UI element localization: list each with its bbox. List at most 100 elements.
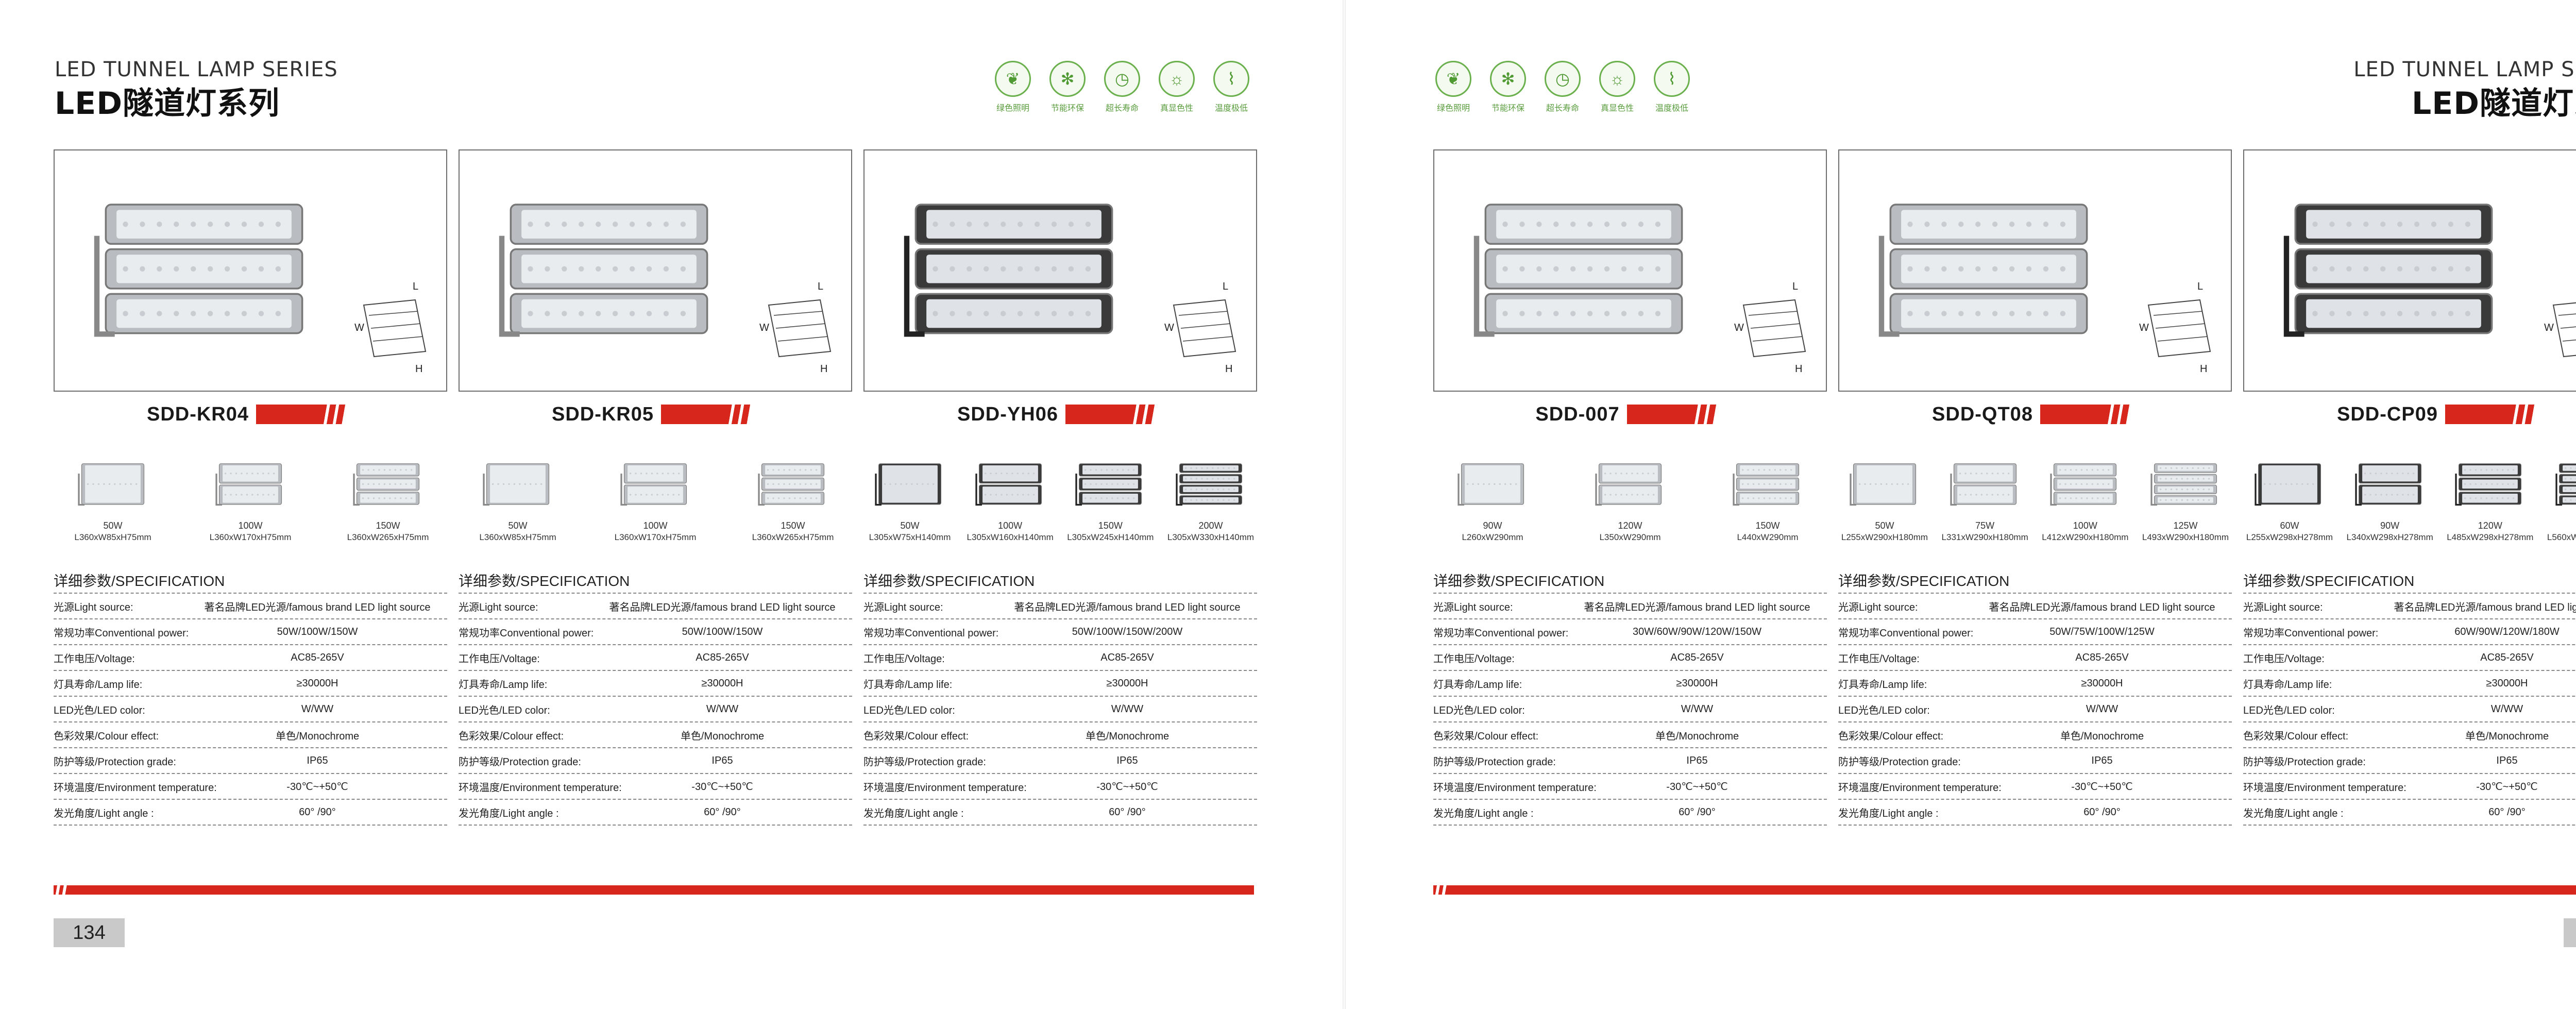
spec-label: 色彩效果/Colour effect: bbox=[54, 730, 159, 742]
spec-value: 60° /90° bbox=[1109, 806, 1146, 818]
variant-dimensions: L360xW85xH75mm bbox=[74, 532, 151, 542]
svg-text:H: H bbox=[2200, 363, 2207, 375]
dimension-diagram: L W H bbox=[354, 281, 427, 375]
catalog-page-right: LED TUNNEL LAMP SERIES LED隧道灯系列 ❦绿色照明✻节能… bbox=[1346, 0, 2576, 1009]
variant-dimensions: L360xW170xH75mm bbox=[614, 532, 697, 542]
feature-item: ◷ 超长寿命 bbox=[1541, 61, 1584, 113]
spec-label: 发光角度/Light angle : bbox=[863, 808, 964, 819]
spec-row: 光源Light source: 著名品牌LED光源/famous brand LE… bbox=[1838, 594, 2232, 619]
model-label: SDD-KR04 bbox=[54, 401, 447, 428]
spec-value: AC85-265V bbox=[696, 651, 749, 663]
variant-image bbox=[1950, 463, 2016, 506]
feature-item: ◷超长寿命 bbox=[1101, 61, 1143, 113]
spec-label: 光源Light source: bbox=[1838, 601, 1918, 613]
spec-label: 防护等级/Protection grade: bbox=[54, 756, 176, 768]
spec-row: 灯具寿命/Lamp life:≥30000H bbox=[54, 671, 447, 697]
spec-value: 50W/100W/150W bbox=[277, 626, 358, 637]
spec-row: 环境温度/Environment temperature:-30℃~+50℃ bbox=[863, 774, 1257, 800]
variant-wattage: 150W bbox=[781, 520, 805, 531]
spec-value: AC85-265V bbox=[2480, 651, 2534, 663]
clock-icon: ◷ bbox=[1545, 61, 1581, 97]
variant-image bbox=[2255, 463, 2321, 506]
feature-item: ✻节能环保 bbox=[1046, 61, 1089, 113]
series-title-en: LED TUNNEL LAMP SERIES bbox=[55, 58, 338, 81]
variant-wattage: 120W bbox=[2478, 520, 2502, 531]
spec-value: W/WW bbox=[2086, 703, 2119, 715]
spec-label: 灯具寿命/Lamp life: bbox=[2243, 679, 2332, 691]
spec-value: 50W/100W/150W/200W bbox=[1072, 626, 1183, 637]
page-number: 134 bbox=[54, 918, 125, 947]
spec-title: 详细参数/SPECIFICATION bbox=[1838, 570, 2232, 594]
product-image bbox=[2283, 204, 2493, 337]
variant-dimensions: L360xW265xH75mm bbox=[752, 532, 834, 542]
spec-title: 详细参数/SPECIFICATION bbox=[863, 570, 1257, 594]
variant-dimensions: L350xW290mm bbox=[1599, 532, 1661, 542]
variant-image bbox=[2555, 463, 2576, 506]
feature-label: 超长寿命 bbox=[1546, 104, 1579, 113]
spec-row: 色彩效果/Colour effect:单色/Monochrome bbox=[1433, 722, 1827, 748]
feature-label: 超长寿命 bbox=[1105, 104, 1139, 113]
spec-value: 著名品牌LED光源/famous brand LED light source bbox=[609, 601, 836, 613]
model-stripe bbox=[2445, 405, 2543, 424]
svg-text:L: L bbox=[818, 281, 823, 292]
variant-image bbox=[1595, 463, 1662, 506]
model-name: SDD-007 bbox=[1535, 403, 1620, 425]
spec-row: 环境温度/Environment temperature:-30℃~+50℃ bbox=[459, 774, 852, 800]
variant-item: 180WL560xW596xH281mm bbox=[2544, 457, 2576, 549]
sun-icon: ☼ bbox=[1599, 61, 1635, 97]
spec-label: 工作电压/Voltage: bbox=[54, 653, 135, 665]
spec-value: 单色/Monochrome bbox=[2060, 730, 2144, 742]
variant-image bbox=[1176, 463, 1243, 506]
variant-dimensions: L560xW596xH281mm bbox=[2547, 532, 2576, 542]
spec-value: 著名品牌LED光源/famous brand LED light source bbox=[1989, 601, 2215, 613]
spec-value: AC85-265V bbox=[291, 651, 344, 663]
leaf-icon: ❦ bbox=[1435, 61, 1471, 97]
spec-label: LED光色/LED color: bbox=[2243, 704, 2335, 716]
spec-value: 60° /90° bbox=[2488, 806, 2526, 818]
spec-row: 常规功率Conventional power:30W/60W/90W/120W/… bbox=[1433, 619, 1827, 645]
spec-title: 详细参数/SPECIFICATION bbox=[54, 570, 447, 594]
spec-value: IP65 bbox=[2091, 754, 2113, 766]
spec-label: 色彩效果/Colour effect: bbox=[863, 730, 969, 742]
feature-label: 温度极低 bbox=[1214, 104, 1248, 113]
spec-value: 60W/90W/120W/180W bbox=[2454, 626, 2560, 637]
spec-row: 色彩效果/Colour effect: 单色/Monochrome bbox=[863, 722, 1257, 748]
red-divider-stripe bbox=[1433, 885, 2576, 895]
spec-value: ≥30000H bbox=[701, 677, 743, 689]
spec-value: AC85-265V bbox=[2075, 651, 2129, 663]
variant-wattage: 90W bbox=[1483, 520, 1502, 531]
spec-value: 著名品牌LED光源/famous brand LED light source bbox=[2394, 601, 2576, 613]
product-photo: L W H bbox=[459, 149, 852, 392]
svg-text:W: W bbox=[2139, 322, 2149, 333]
spec-label: 色彩效果/Colour effect: bbox=[1838, 730, 1944, 742]
spec-row: LED光色/LED color:W/WW bbox=[2243, 697, 2576, 722]
spec-label: LED光色/LED color: bbox=[1838, 704, 1930, 716]
spec-label: 防护等级/Protection grade: bbox=[1433, 756, 1556, 768]
spec-value: -30℃~+50℃ bbox=[1666, 781, 1728, 793]
spec-label: 工作电压/Voltage: bbox=[459, 653, 540, 665]
spec-row: 环境温度/Environment temperature:-30℃~+50℃ bbox=[54, 774, 447, 800]
svg-text:L: L bbox=[413, 281, 418, 292]
spec-value: 单色/Monochrome bbox=[1085, 730, 1170, 742]
spec-label: 常规功率Conventional power: bbox=[1838, 627, 1974, 639]
svg-text:L: L bbox=[1792, 281, 1798, 292]
product-photo: L W H bbox=[863, 149, 1257, 392]
variant-image bbox=[2150, 463, 2217, 506]
model-stripe bbox=[1626, 405, 1725, 424]
spec-row: 光源Light source:著名品牌LED光源/famous brand LE… bbox=[459, 594, 852, 619]
dimension-diagram: L W H bbox=[1164, 281, 1236, 375]
spec-value: ≥30000H bbox=[1106, 677, 1148, 689]
spec-value: ≥30000H bbox=[1676, 677, 1718, 689]
leaf-icon: ❦ bbox=[995, 61, 1031, 97]
feature-item: ☼真显色性 bbox=[1156, 61, 1198, 113]
spec-row: 环境温度/Environment temperature:-30℃~+50℃ bbox=[1433, 774, 1827, 800]
variant-dimensions: L305xW160xH140mm bbox=[967, 532, 1054, 542]
spec-value: 著名品牌LED光源/famous brand LED light source bbox=[1584, 601, 1810, 613]
